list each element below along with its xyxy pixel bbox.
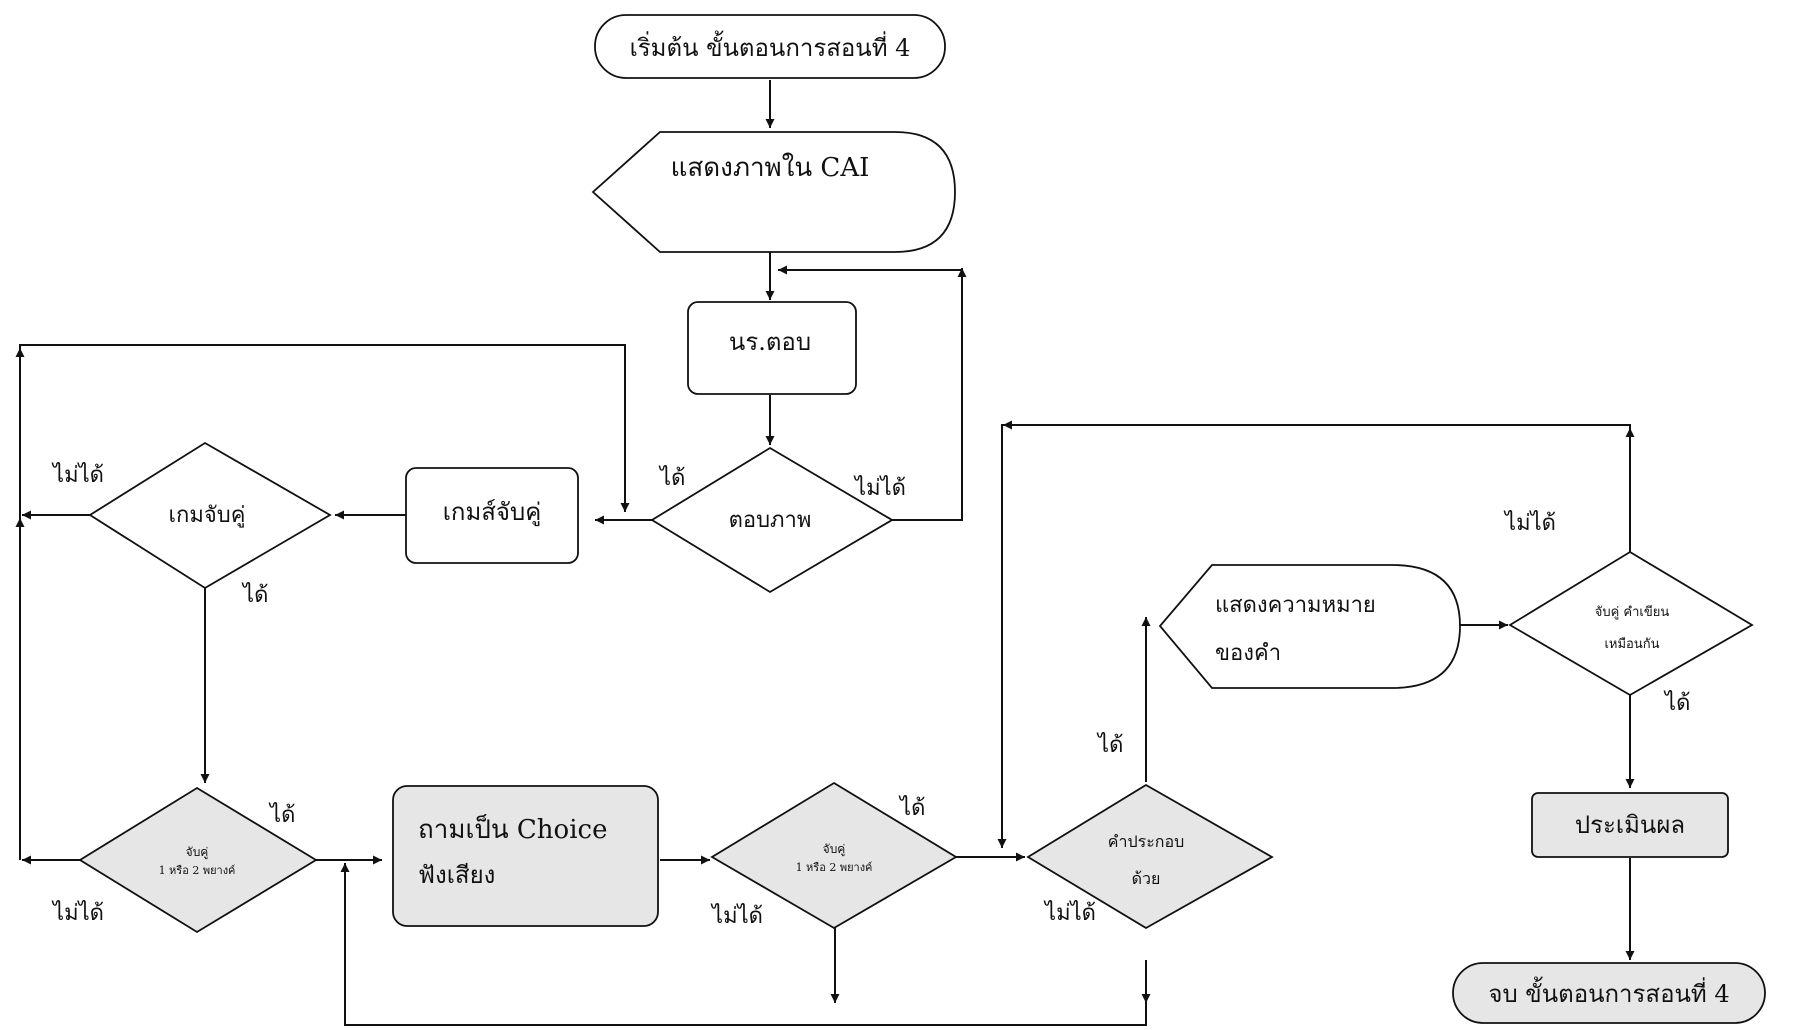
show-meaning-line2: ของคำ — [1215, 641, 1281, 666]
pair1-line2: 1 หรือ 2 พยางค์ — [159, 864, 236, 877]
label-pair2-no: ไม่ได้ — [710, 903, 763, 929]
show-meaning-line1: แสดงความหมาย — [1215, 593, 1376, 618]
matching-game-decision-label: เกมจับคู่ — [169, 503, 246, 528]
label-answer-image-no: ไม่ได้ — [853, 475, 906, 501]
label-compound-no: ไม่ได้ — [1043, 900, 1096, 926]
matching-game-box: เกมส์จับคู่ — [405, 467, 579, 564]
pair-syllable-decision-1: จับคู่ 1 หรือ 2 พยางค์ — [78, 786, 318, 934]
evaluate-process: ประเมินผล — [1531, 792, 1729, 858]
student-answer-label: นร.ตอบ — [729, 328, 811, 356]
label-compound-yes: ได้ — [1096, 732, 1123, 758]
compound-word-decision: คำประกอบ ด้วย — [1026, 783, 1274, 930]
compound-line2: ด้วย — [1132, 869, 1161, 888]
edge-bottom-return — [340, 863, 1147, 1026]
show-image-label: แสดงภาพใน CAI — [671, 153, 870, 183]
evaluate-label: ประเมินผล — [1575, 811, 1685, 839]
end-label: จบ ขั้นตอนการสอนที่ 4 — [1488, 976, 1729, 1008]
start-label: เริ่มต้น ขั้นตอนการสอนที่ 4 — [630, 30, 911, 62]
pair2-line2: 1 หรือ 2 พยางค์ — [796, 861, 873, 874]
label-pair2-yes: ได้ — [898, 795, 925, 821]
matching-game-box-label: เกมส์จับคู่ — [443, 498, 542, 527]
end-terminator: จบ ขั้นตอนการสอนที่ 4 — [1452, 962, 1766, 1024]
show-image-display: แสดงภาพใน CAI — [591, 131, 956, 253]
pair2-line1: จับคู่ — [823, 842, 846, 857]
label-spelling-yes: ได้ — [1663, 690, 1690, 716]
edge-top-left-loop — [19, 344, 630, 860]
ask-choice-line2: ฟังเสียง — [418, 861, 495, 889]
label-answer-image-yes: ได้ — [658, 465, 685, 491]
pair-spelling-line2: เหมือนกัน — [1604, 636, 1659, 652]
pair-spelling-line1: จับคู่ คำเขียน — [1595, 604, 1670, 620]
label-pair1-no: ไม่ได้ — [51, 900, 104, 926]
label-spelling-no: ไม่ได้ — [1503, 510, 1556, 536]
show-meaning-display: แสดงความหมาย ของคำ — [1158, 564, 1461, 689]
pair-syllable-decision-2: จับคู่ 1 หรือ 2 พยางค์ — [710, 781, 958, 930]
answer-image-decision: ตอบภาพ — [650, 446, 894, 594]
pair1-line1: จับคู่ — [186, 845, 209, 860]
edges — [15, 80, 1635, 1026]
label-game-decision-yes: ได้ — [241, 582, 268, 608]
start-terminator: เริ่มต้น ขั้นตอนการสอนที่ 4 — [594, 14, 946, 79]
compound-line1: คำประกอบ — [1108, 832, 1184, 851]
ask-choice-process: ถามเป็น Choice ฟังเสียง — [392, 785, 659, 927]
pair-spelling-decision: จับคู่ คำเขียน เหมือนกัน — [1508, 550, 1754, 697]
edge-labels: ได้ ไม่ได้ ไม่ได้ ได้ ได้ ไม่ได้ ได้ ไม่… — [51, 462, 1690, 929]
label-game-decision-no: ไม่ได้ — [51, 462, 104, 488]
answer-image-label: ตอบภาพ — [729, 508, 812, 533]
student-answer-process: นร.ตอบ — [687, 301, 857, 395]
ask-choice-line1: ถามเป็น Choice — [418, 813, 607, 845]
label-pair1-yes: ได้ — [268, 802, 295, 828]
matching-game-decision: เกมจับคู่ — [88, 441, 332, 590]
